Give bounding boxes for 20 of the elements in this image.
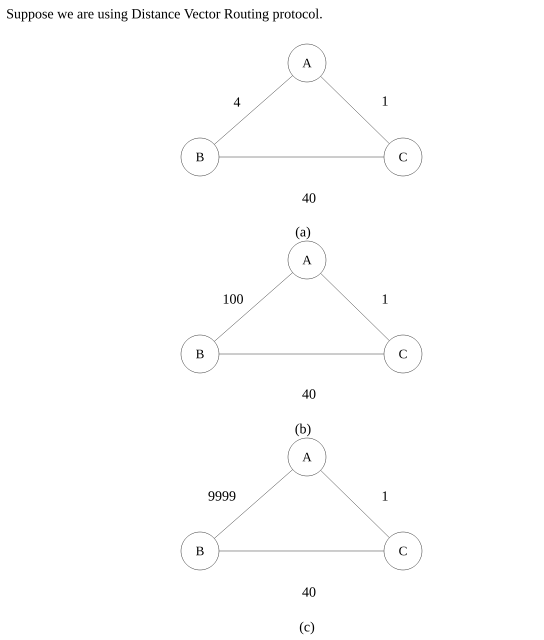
edge-label: 4 (232, 96, 242, 108)
edge-label: 1 (380, 293, 390, 305)
link-line (219, 550, 384, 552)
link-line (214, 75, 293, 145)
figure-caption: (c) (298, 621, 316, 635)
title: Suppose we are using Distance Vector Routing protocol. (7, 8, 322, 22)
link-line (214, 272, 293, 342)
link-line (214, 469, 293, 539)
edge-label: 40 (301, 388, 317, 400)
edge-label: 40 (301, 586, 317, 598)
link-line (219, 156, 384, 158)
link-line (320, 273, 390, 341)
edge-label: 100 (222, 293, 244, 305)
link-line (320, 470, 390, 538)
link-line (320, 76, 390, 144)
edge-label: 1 (380, 95, 390, 107)
figure-caption: (b) (294, 423, 312, 437)
edge-label: 1 (380, 490, 390, 502)
edge-label: 9999 (207, 490, 237, 502)
edge-label: 40 (301, 192, 317, 204)
